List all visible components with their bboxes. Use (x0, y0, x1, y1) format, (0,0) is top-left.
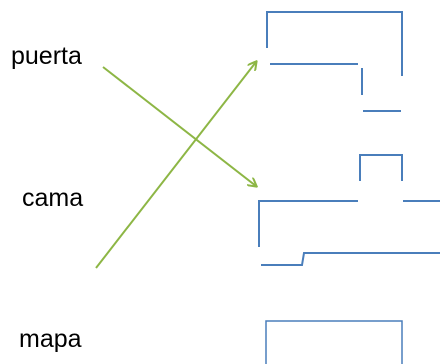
word-mapa: mapa (19, 325, 82, 353)
shape-1-top-bracket (266, 11, 403, 76)
shape-2-bottom (261, 252, 440, 266)
arrow-puerta-to-shape-2 (102, 66, 256, 186)
shape-3 (265, 320, 403, 364)
shape-1 (266, 11, 403, 112)
word-cama: cama (22, 184, 84, 212)
arrow-cama-to-shape-1 (95, 62, 256, 269)
shape-2-headboard (359, 154, 403, 181)
shape-2-top-left (258, 200, 358, 247)
shape-2 (258, 154, 440, 266)
word-puerta: puerta (11, 42, 82, 70)
